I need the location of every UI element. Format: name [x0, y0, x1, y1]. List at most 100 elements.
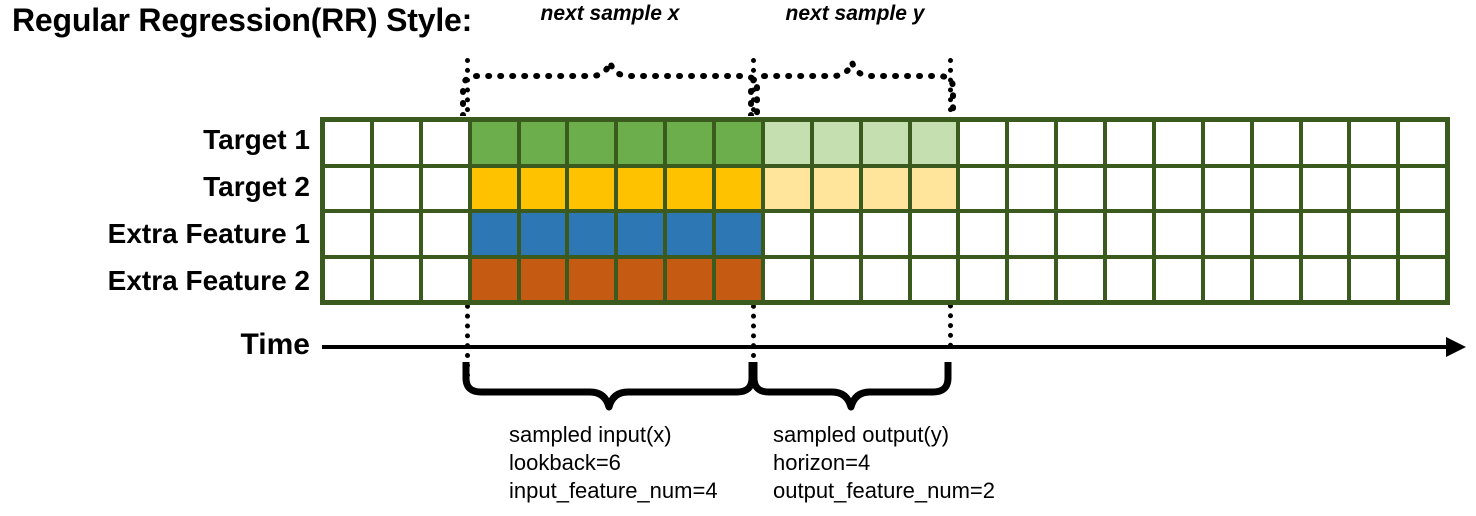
grid-cell-r3-c12 — [862, 213, 912, 255]
grid-cell-r2-c1 — [325, 167, 374, 209]
grid-cell-r2-c14 — [960, 167, 1010, 209]
grid-cell-r2-c5 — [520, 167, 570, 209]
grid-cell-r2-c17 — [1107, 167, 1156, 209]
sampled-input-title: sampled input(x) — [509, 422, 672, 447]
grid-cell-r2-c12 — [862, 167, 912, 209]
grid-cell-r3-c21 — [1302, 213, 1352, 255]
grid-cell-r1-c17 — [1107, 122, 1156, 164]
grid-cell-r4-c23 — [1400, 258, 1446, 300]
grid-row-target-1 — [325, 122, 1446, 168]
grid-cell-r4-c21 — [1302, 258, 1352, 300]
grid-cell-r2-c16 — [1058, 167, 1107, 209]
grid-cell-r3-c22 — [1351, 213, 1401, 255]
grid-cell-r3-c8 — [667, 213, 716, 255]
grid-cell-r2-c23 — [1400, 167, 1446, 209]
grid-cell-r1-c2 — [373, 122, 423, 164]
lookback-value: lookback=6 — [509, 450, 621, 476]
grid-cell-r2-c15 — [1009, 167, 1059, 209]
grid-cell-r2-c18 — [1155, 167, 1205, 209]
grid-cell-r2-c9 — [716, 167, 765, 209]
grid-cell-r4-c14 — [960, 258, 1010, 300]
grid-cell-r1-c8 — [667, 122, 716, 164]
grid-cell-r1-c7 — [618, 122, 668, 164]
sampled-output-caption: sampled output(y) horizon=4 output_featu… — [773, 421, 995, 505]
grid-cell-r1-c16 — [1058, 122, 1107, 164]
grid-cell-r4-c15 — [1009, 258, 1059, 300]
grid-cell-r3-c5 — [520, 213, 570, 255]
grid-cell-r4-c12 — [862, 258, 912, 300]
grid-row-extra-feature-2 — [325, 258, 1446, 300]
grid-cell-r2-c11 — [813, 167, 863, 209]
grid-cell-r4-c13 — [911, 258, 961, 300]
sampled-output-title: sampled output(y) — [773, 422, 950, 447]
grid-cell-r4-c8 — [667, 258, 716, 300]
grid-cell-r4-c5 — [520, 258, 570, 300]
grid-cell-r3-c23 — [1400, 213, 1446, 255]
grid-cell-r1-c22 — [1351, 122, 1401, 164]
time-axis-label: Time — [240, 328, 310, 361]
grid-cell-r3-c10 — [764, 213, 814, 255]
grid-row-extra-feature-1 — [325, 213, 1446, 259]
grid-cell-r3-c1 — [325, 213, 374, 255]
grid-cell-r2-c7 — [618, 167, 668, 209]
grid-cell-r2-c2 — [373, 167, 423, 209]
grid-cell-r1-c13 — [911, 122, 961, 164]
grid-cell-r4-c11 — [813, 258, 863, 300]
grid-cell-r4-c16 — [1058, 258, 1107, 300]
grid-cell-r2-c22 — [1351, 167, 1401, 209]
page-title: Regular Regression(RR) Style: — [12, 2, 473, 38]
grid-cell-r3-c6 — [569, 213, 619, 255]
grid-cell-r4-c6 — [569, 258, 619, 300]
next-sample-x-brace — [460, 54, 760, 116]
row-label-extra-feature-1: Extra Feature 1 — [107, 218, 310, 249]
timeline-grid — [320, 117, 1450, 305]
next-sample-y-brace — [748, 54, 956, 116]
next-sample-y-label: next sample y — [785, 2, 925, 25]
grid-cell-r2-c8 — [667, 167, 716, 209]
next-sample-x-label: next sample x — [540, 2, 680, 25]
grid-cell-r4-c3 — [422, 258, 472, 300]
grid-cell-r4-c10 — [764, 258, 814, 300]
grid-cell-r1-c3 — [422, 122, 472, 164]
row-label-column: Target 1 Target 2 Extra Feature 1 Extra … — [10, 117, 310, 305]
grid-cell-r2-c20 — [1253, 167, 1303, 209]
grid-cell-r1-c23 — [1400, 122, 1446, 164]
grid-cell-r3-c3 — [422, 213, 472, 255]
grid-cell-r1-c18 — [1155, 122, 1205, 164]
grid-cell-r3-c4 — [471, 213, 521, 255]
grid-cell-r4-c4 — [471, 258, 521, 300]
grid-cell-r2-c10 — [764, 167, 814, 209]
grid-cell-r1-c12 — [862, 122, 912, 164]
grid-cell-r3-c9 — [716, 213, 765, 255]
grid-cell-r4-c18 — [1155, 258, 1205, 300]
grid-cell-r2-c13 — [911, 167, 961, 209]
grid-cell-r4-c17 — [1107, 258, 1156, 300]
grid-row-target-2 — [325, 167, 1446, 213]
sampled-input-caption: sampled input(x) lookback=6 input_featur… — [509, 421, 718, 505]
grid-cell-r1-c4 — [471, 122, 521, 164]
grid-cell-r1-c15 — [1009, 122, 1059, 164]
sampled-input-brace — [462, 362, 756, 420]
grid-cell-r3-c18 — [1155, 213, 1205, 255]
grid-cell-r3-c17 — [1107, 213, 1156, 255]
grid-cell-r3-c20 — [1253, 213, 1303, 255]
grid-cell-r2-c21 — [1302, 167, 1352, 209]
row-label-target-1: Target 1 — [203, 124, 310, 155]
grid-cell-r4-c19 — [1204, 258, 1254, 300]
grid-cell-r1-c19 — [1204, 122, 1254, 164]
grid-cell-r3-c7 — [618, 213, 668, 255]
grid-cell-r4-c2 — [373, 258, 423, 300]
grid-cell-r4-c1 — [325, 258, 374, 300]
grid-cell-r2-c4 — [471, 167, 521, 209]
arrow-right-icon — [1446, 337, 1466, 357]
grid-cell-r4-c20 — [1253, 258, 1303, 300]
grid-cell-r1-c6 — [569, 122, 619, 164]
grid-cell-r1-c20 — [1253, 122, 1303, 164]
grid-cell-r1-c21 — [1302, 122, 1352, 164]
input-feature-num: input_feature_num=4 — [509, 478, 718, 504]
output-feature-num: output_feature_num=2 — [773, 478, 996, 504]
grid-cell-r3-c13 — [911, 213, 961, 255]
grid-cell-r3-c2 — [373, 213, 423, 255]
grid-cell-r3-c14 — [960, 213, 1010, 255]
grid-cell-r1-c11 — [813, 122, 863, 164]
